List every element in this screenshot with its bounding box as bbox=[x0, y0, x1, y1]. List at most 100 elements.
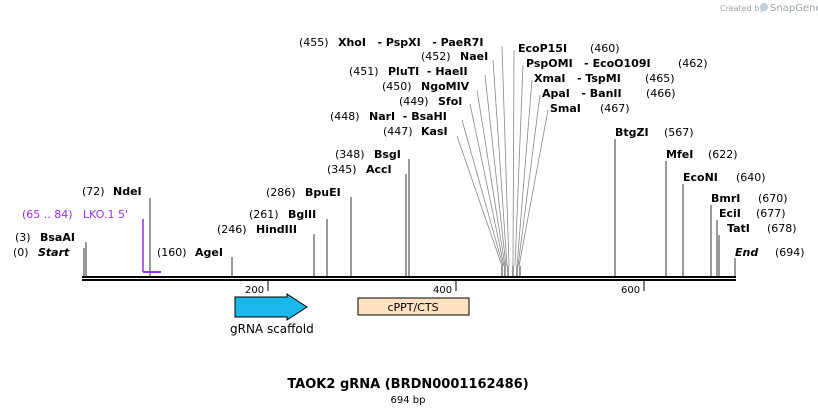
svg-text:AccI: AccI bbox=[366, 163, 392, 176]
svg-text:(451): (451) bbox=[349, 65, 379, 78]
svg-text:PspOMI - EcoO109I: PspOMI - EcoO109I bbox=[526, 57, 651, 70]
grna-scaffold-arrow bbox=[234, 293, 308, 321]
fan-narI bbox=[461, 119, 504, 267]
site-naei[interactable]: (452) NaeI bbox=[421, 50, 488, 63]
site-bsgi[interactable]: (348) BsgI bbox=[335, 148, 401, 161]
site-pluti-haeii[interactable]: (451) PluTI - HaeII bbox=[349, 65, 468, 78]
svg-text:(670): (670) bbox=[758, 192, 788, 205]
svg-text:PluTI - HaeII: PluTI - HaeII bbox=[388, 65, 468, 78]
svg-text:NgoMIV: NgoMIV bbox=[421, 80, 470, 93]
end-label: End bbox=[735, 246, 758, 259]
backbone-top-strand bbox=[82, 276, 736, 278]
backbone-bottom-strand bbox=[82, 279, 736, 281]
svg-text:BpuEI: BpuEI bbox=[305, 186, 341, 199]
site-ndei[interactable]: (72)NdeI bbox=[82, 185, 142, 198]
site-apai-banii[interactable]: ApaI - BanII(466) bbox=[542, 87, 676, 100]
svg-text:(677): (677) bbox=[756, 207, 786, 220]
svg-text:(160): (160) bbox=[157, 246, 187, 259]
site-ecop15i[interactable]: EcoP15I (460) bbox=[518, 42, 620, 55]
end-pos: (694) bbox=[775, 246, 805, 259]
start-pos: (0) bbox=[13, 246, 29, 259]
svg-text:BsgI: BsgI bbox=[374, 148, 401, 161]
fan-xmai bbox=[516, 79, 533, 267]
primer-lko1-5[interactable]: (65 .. 84) LKO.1 5' bbox=[22, 208, 161, 273]
fan-stubs bbox=[501, 266, 521, 277]
fan-pluti bbox=[484, 74, 507, 267]
svg-text:AgeI: AgeI bbox=[195, 246, 223, 259]
site-kasi[interactable]: (447)KasI bbox=[383, 125, 448, 138]
fan-smai bbox=[518, 109, 549, 267]
site-agei[interactable]: (160) AgeI bbox=[157, 246, 223, 259]
fan-naei bbox=[492, 59, 508, 267]
grna-scaffold-label: gRNA scaffold bbox=[230, 322, 314, 336]
svg-text:(567): (567) bbox=[664, 126, 694, 139]
site-ngomiv[interactable]: (450) NgoMIV bbox=[382, 80, 470, 93]
svg-text:BglII: BglII bbox=[288, 208, 316, 221]
svg-text:XhoI - PspXI - PaeR7I: XhoI - PspXI - PaeR7I bbox=[338, 36, 483, 49]
tick-200-label: 200 bbox=[245, 285, 264, 296]
site-bpuei[interactable]: (286) BpuEI bbox=[266, 186, 341, 199]
site-sfoi[interactable]: (449)SfoI bbox=[399, 95, 462, 108]
svg-text:(72): (72) bbox=[82, 185, 105, 198]
svg-text:(450): (450) bbox=[382, 80, 412, 93]
svg-text:(622): (622) bbox=[708, 148, 738, 161]
dna-backbone: 200 400 600 bbox=[82, 276, 736, 296]
tick-600-label: 600 bbox=[621, 285, 640, 296]
map-length: 694 bp bbox=[391, 395, 426, 406]
credit-brand: SnapGene bbox=[770, 3, 818, 14]
fan-xhoi bbox=[501, 45, 510, 267]
start-label: Start bbox=[38, 246, 70, 259]
svg-text:SmaI: SmaI bbox=[550, 102, 581, 115]
site-btgzi[interactable]: BtgZI (567) bbox=[615, 126, 694, 139]
map-title: TAOK2 gRNA (BRDN0001162486) bbox=[287, 377, 528, 392]
site-acci[interactable]: (345) AccI bbox=[327, 163, 392, 176]
fan-apai bbox=[517, 94, 541, 267]
svg-text:HindIII: HindIII bbox=[256, 223, 297, 236]
fan-kasi bbox=[456, 135, 503, 267]
primer-range: (65 .. 84) bbox=[22, 208, 73, 221]
site-bglii[interactable]: (261)BglII bbox=[249, 208, 316, 221]
site-smai[interactable]: SmaI(467) bbox=[550, 102, 630, 115]
feature-grna-scaffold[interactable]: gRNA scaffold bbox=[230, 293, 314, 336]
svg-text:(465): (465) bbox=[645, 72, 675, 85]
site-pspomi-ecoo109i[interactable]: PspOMI - EcoO109I (462) bbox=[526, 57, 708, 70]
svg-text:(286): (286) bbox=[266, 186, 296, 199]
site-hindiii[interactable]: (246) HindIII bbox=[217, 223, 297, 236]
svg-text:(640): (640) bbox=[736, 171, 766, 184]
site-nari-bsahi[interactable]: (448)NarI - BsaHI bbox=[330, 110, 447, 123]
svg-text:MfeI: MfeI bbox=[666, 148, 693, 161]
site-xmai-tspmi[interactable]: XmaI - TspMI(465) bbox=[534, 72, 675, 85]
svg-text:(246): (246) bbox=[217, 223, 247, 236]
svg-text:(678): (678) bbox=[767, 222, 797, 235]
site-ecii[interactable]: EciI(677) bbox=[719, 207, 786, 220]
fan-ecop15i bbox=[512, 49, 515, 267]
svg-text:EcoP15I: EcoP15I bbox=[518, 42, 567, 55]
svg-text:(345): (345) bbox=[327, 163, 357, 176]
feature-cppt-cts[interactable]: cPPT/CTS bbox=[357, 297, 470, 316]
site-xhoi-pspxi-paer7i[interactable]: (455) XhoI - PspXI - PaeR7I bbox=[299, 36, 483, 49]
tick-400-label: 400 bbox=[433, 285, 452, 296]
site-bmri[interactable]: BmrI (670) bbox=[711, 192, 788, 205]
svg-text:(462): (462) bbox=[678, 57, 708, 70]
fan-pspomi bbox=[514, 64, 524, 267]
site-econi[interactable]: EcoNI (640) bbox=[683, 171, 766, 184]
site-bsaai[interactable]: (3)BsaAI bbox=[15, 231, 75, 244]
svg-text:(452): (452) bbox=[421, 50, 451, 63]
svg-text:(455): (455) bbox=[299, 36, 329, 49]
svg-text:BmrI: BmrI bbox=[711, 192, 740, 205]
svg-text:(460): (460) bbox=[590, 42, 620, 55]
fan-sfoi bbox=[469, 103, 505, 267]
site-tati[interactable]: TatI(678) bbox=[727, 222, 797, 235]
svg-text:KasI: KasI bbox=[421, 125, 448, 138]
svg-text:BtgZI: BtgZI bbox=[615, 126, 649, 139]
cppt-cts-box bbox=[357, 297, 470, 316]
site-fan-leaders bbox=[456, 45, 549, 267]
fan-ngomiv bbox=[476, 89, 506, 267]
site-mfei[interactable]: MfeI (622) bbox=[666, 148, 738, 161]
svg-text:NaeI: NaeI bbox=[460, 50, 488, 63]
svg-text:(348): (348) bbox=[335, 148, 365, 161]
svg-text:(3): (3) bbox=[15, 231, 31, 244]
svg-text:NarI - BsaHI: NarI - BsaHI bbox=[369, 110, 447, 123]
svg-text:EcoNI: EcoNI bbox=[683, 171, 718, 184]
